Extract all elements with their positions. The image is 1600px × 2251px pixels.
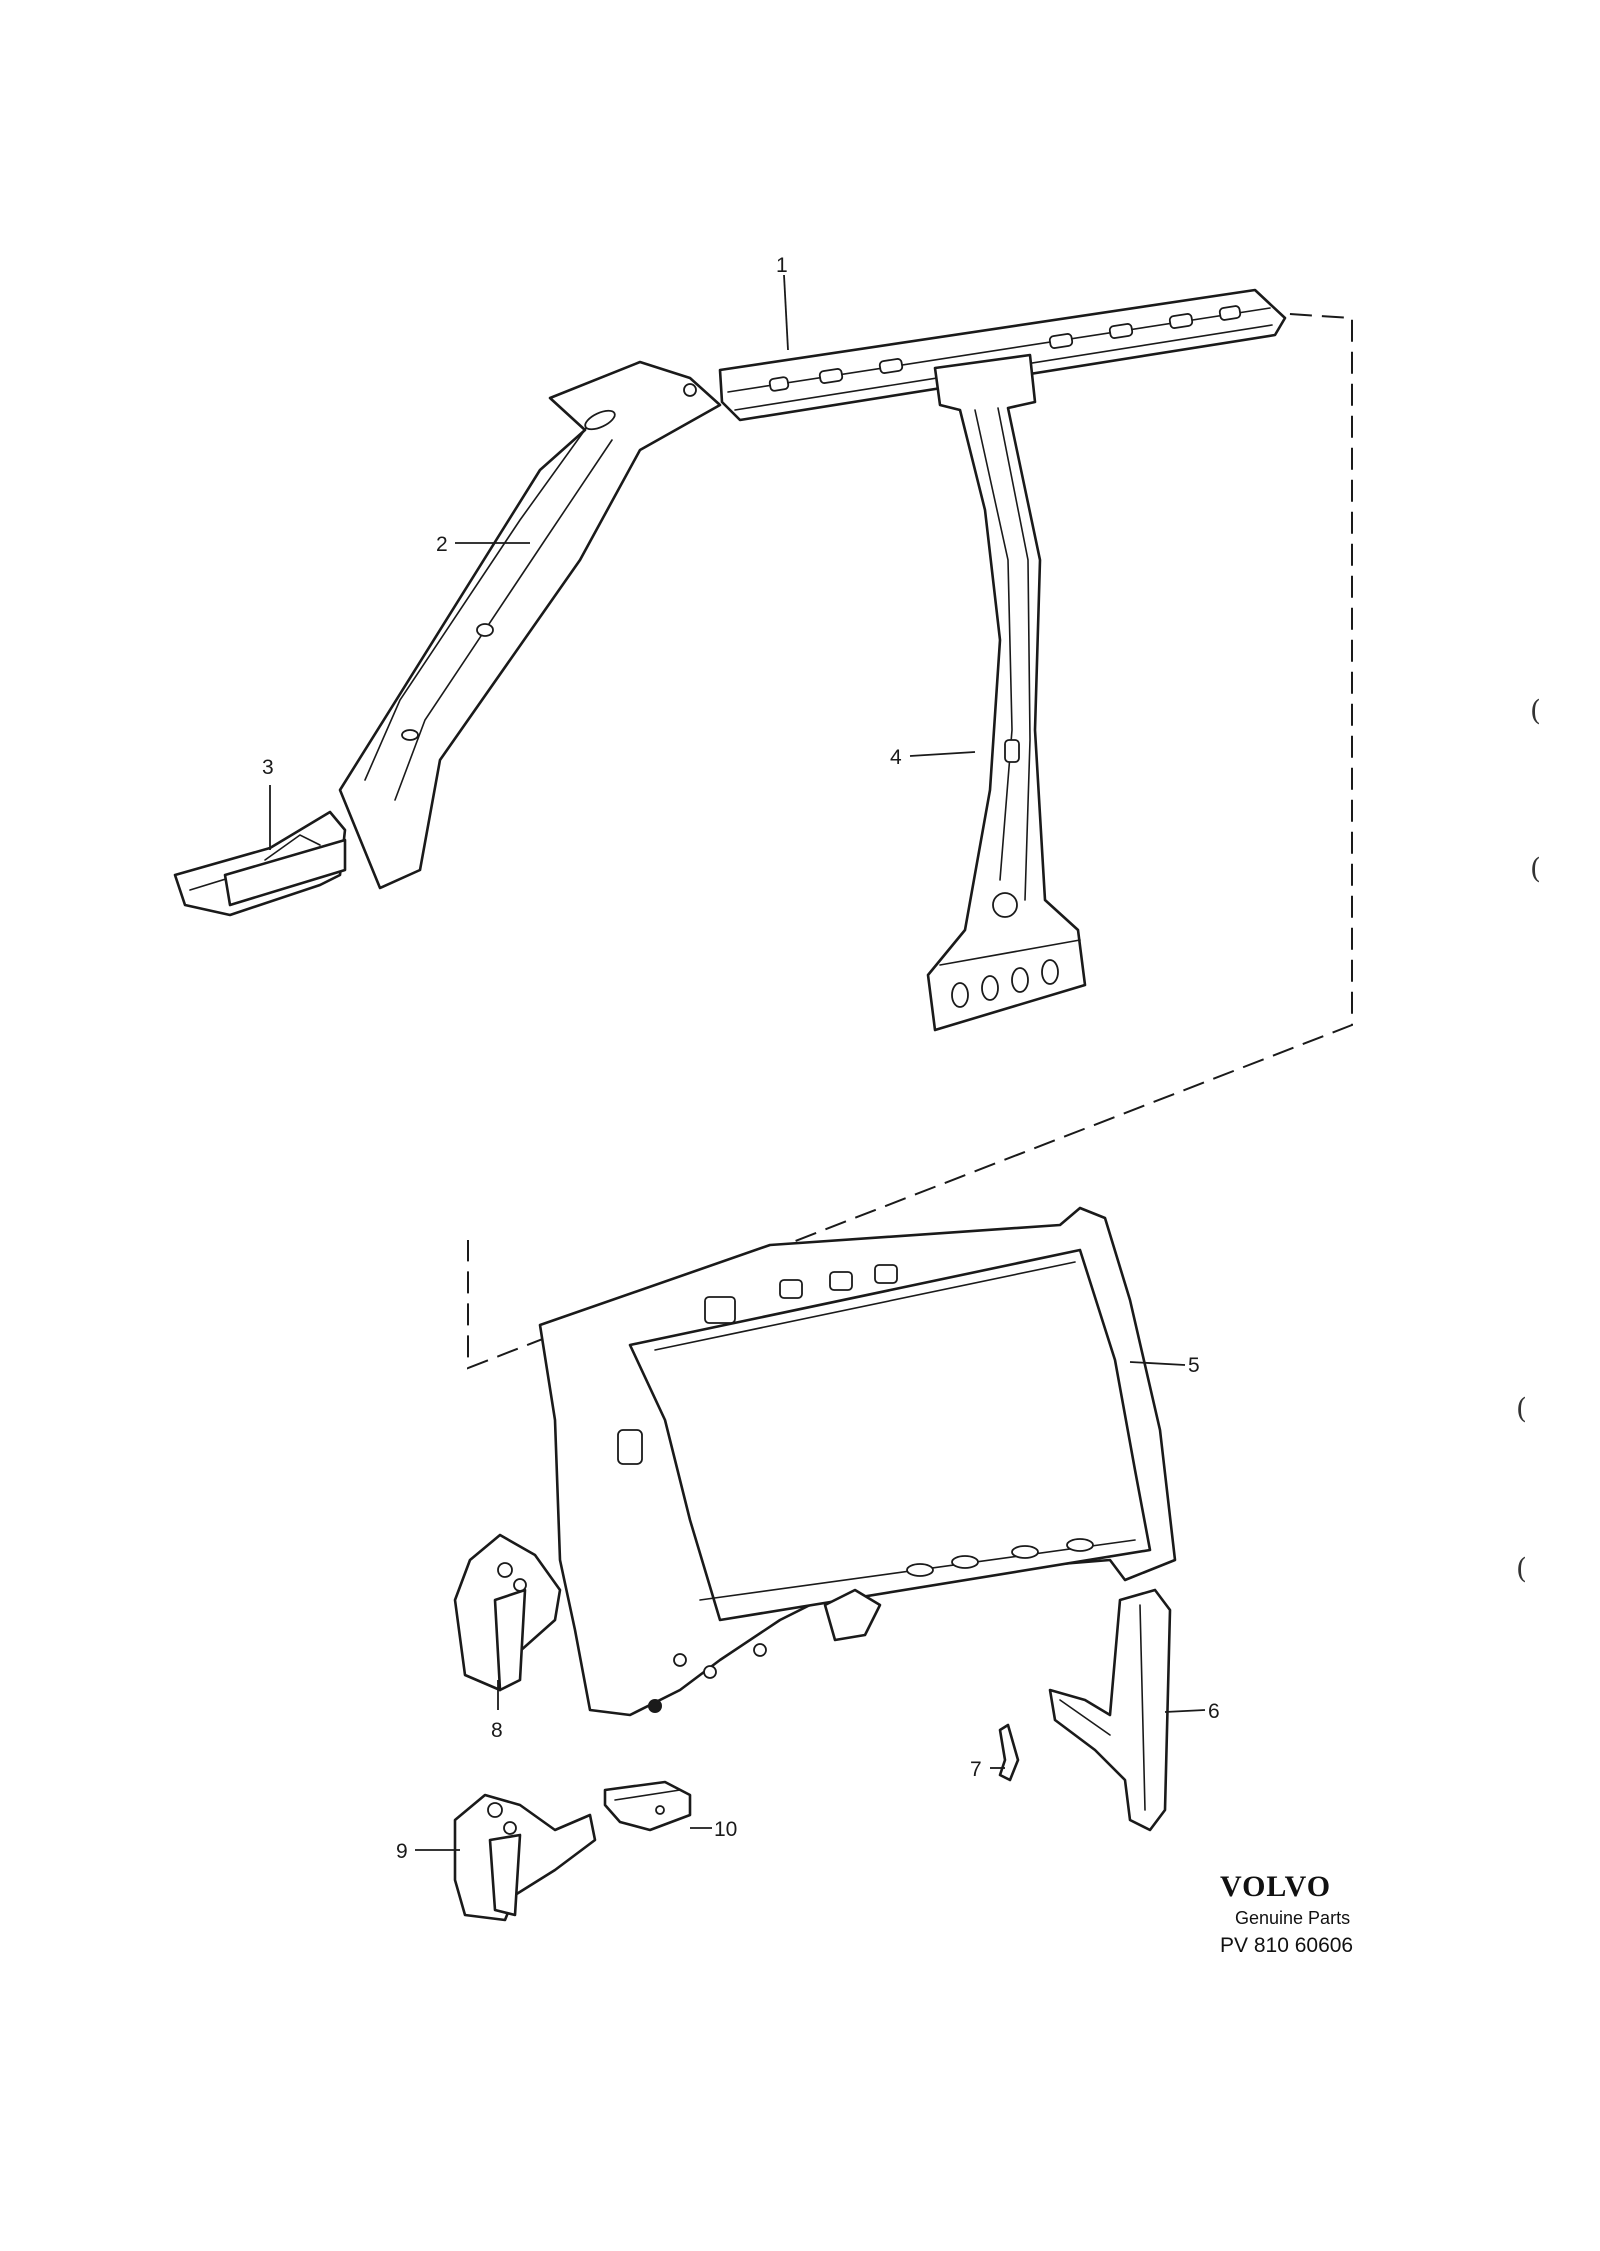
margin-mark: ( <box>1516 1392 1527 1425</box>
genuine-parts-label: Genuine Parts <box>1235 1908 1350 1928</box>
part-7-clip[interactable] <box>998 1723 1020 1782</box>
margin-mark: ( <box>1530 694 1541 727</box>
part-4-b-pillar[interactable] <box>926 353 1087 1032</box>
margin-mark: ( <box>1516 1552 1527 1585</box>
leader-lines <box>269 274 1206 1851</box>
callout-2: 2 <box>436 533 448 556</box>
volvo-logo: VOLVO <box>1220 1870 1331 1903</box>
part-10-small-bracket[interactable] <box>603 1780 692 1832</box>
callout-4: 4 <box>890 746 902 769</box>
callout-7: 7 <box>970 1758 982 1781</box>
assembly-dashed-boundary <box>467 311 1353 1370</box>
callout-10: 10 <box>714 1818 737 1841</box>
margin-mark: ( <box>1530 852 1541 885</box>
callout-1: 1 <box>776 254 788 277</box>
part-2-a-pillar[interactable] <box>338 360 722 890</box>
callout-3: 3 <box>262 756 274 779</box>
part-9-bracket[interactable] <box>453 1793 597 1922</box>
part-5-side-frame[interactable] <box>538 1206 1177 1717</box>
callout-8: 8 <box>491 1719 503 1742</box>
callout-6: 6 <box>1208 1700 1220 1723</box>
callout-5: 5 <box>1188 1354 1200 1377</box>
part-1-roof-rail[interactable] <box>718 288 1287 422</box>
part-number: PV 810 60606 <box>1220 1934 1353 1957</box>
part-6-c-pillar-bracket[interactable] <box>1048 1588 1172 1832</box>
part-3-sill-bracket[interactable] <box>173 810 347 917</box>
part-8-bracket[interactable] <box>453 1533 562 1692</box>
callout-9: 9 <box>396 1840 408 1863</box>
